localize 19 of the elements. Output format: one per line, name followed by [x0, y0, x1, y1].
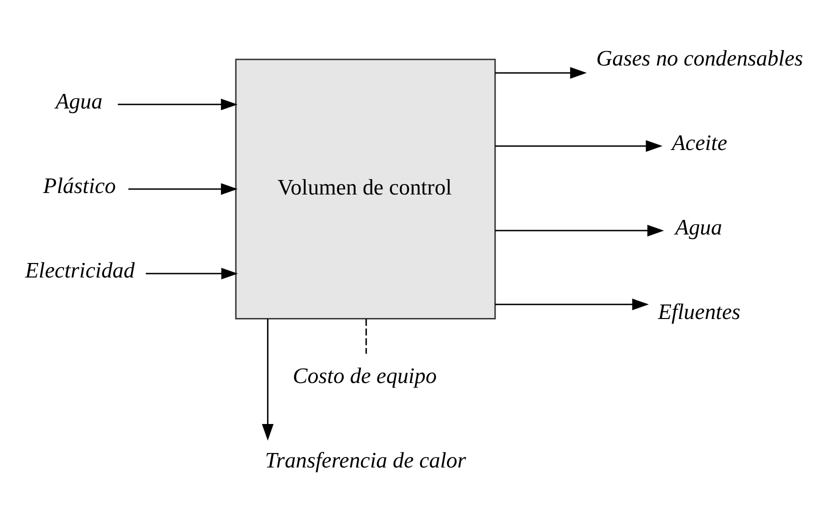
node-text: Gases no condensables — [596, 44, 804, 70]
arrow — [146, 267, 238, 279]
node-text: Electricidad — [25, 256, 135, 282]
node-box: Volumen de control — [235, 58, 496, 319]
arrow — [262, 318, 274, 440]
arrow — [495, 66, 587, 78]
node-text: Transferencia de calor — [264, 446, 466, 472]
arrow — [495, 298, 649, 310]
arrow — [128, 182, 238, 194]
node-text: Plástico — [43, 172, 116, 198]
node-text: Agua — [56, 88, 102, 113]
node-text: Efluentes — [658, 298, 740, 324]
arrow — [495, 140, 662, 152]
node-text: Aceite — [672, 129, 728, 154]
arrow — [495, 224, 664, 236]
arrow — [118, 98, 238, 110]
connector — [365, 318, 367, 354]
node-text: Costo de equipo — [292, 362, 437, 388]
node-text: Agua — [675, 214, 722, 239]
